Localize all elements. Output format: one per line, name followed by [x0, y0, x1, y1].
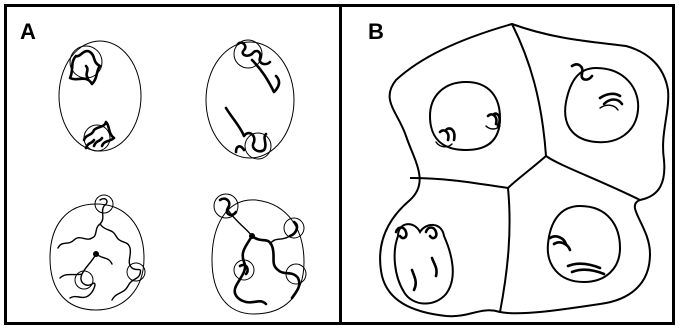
- nucleus-outline: [212, 200, 304, 314]
- chromosome-cluster: [600, 105, 618, 110]
- panel-b-label: B: [368, 21, 384, 43]
- chromosome-cluster: [396, 228, 437, 291]
- panel-b-drawings: [380, 24, 668, 316]
- chromocenter-halo: [245, 133, 271, 159]
- nucleus-a1: [59, 41, 141, 151]
- chromosome-cluster: [440, 114, 500, 140]
- nucleus-outline: [59, 41, 141, 151]
- cell-wall: [512, 24, 546, 156]
- nucleus-a2: [206, 40, 294, 159]
- panel-a-drawings: [50, 40, 306, 314]
- chromatin-strands: [58, 199, 141, 300]
- nucleus-outline: [565, 68, 638, 142]
- cell-wall: [500, 188, 510, 312]
- nucleus-outline: [206, 42, 294, 158]
- cell-wall: [546, 156, 640, 200]
- nucleus-a3: [50, 195, 145, 310]
- cell-b1-nucleus: [430, 82, 500, 150]
- cell-b2-nucleus: [565, 64, 638, 142]
- nucleus-outline: [395, 224, 453, 303]
- tissue-outline: [380, 24, 668, 316]
- cell-b3-nucleus: [395, 224, 453, 303]
- chromosome-cluster: [70, 51, 100, 84]
- cell-b4-nucleus: [548, 206, 620, 282]
- nucleus-a4: [212, 194, 306, 314]
- chromosome-cluster: [550, 236, 604, 274]
- chromocenter-halo: [75, 271, 93, 289]
- cell-wall: [410, 178, 508, 188]
- cell-wall: [508, 156, 546, 188]
- panel-a-label: A: [20, 21, 36, 43]
- chromosome-cluster: [226, 108, 266, 152]
